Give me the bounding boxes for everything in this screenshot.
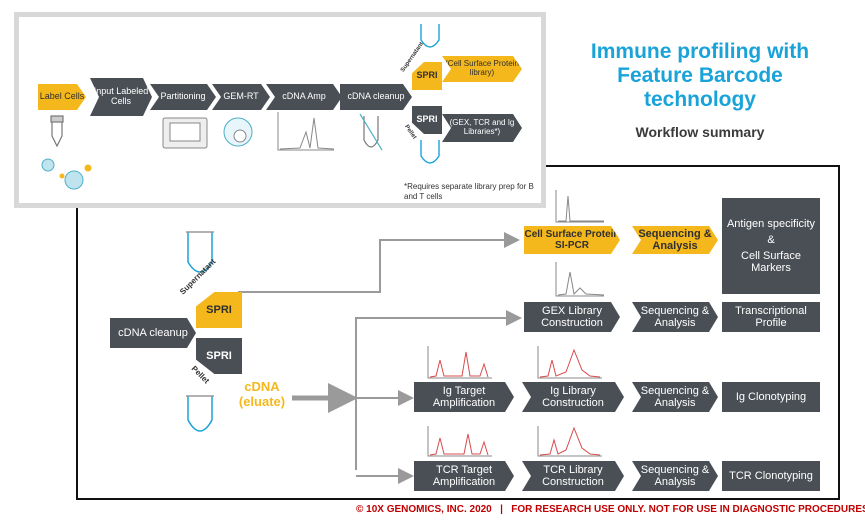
row1-a-box: Cell Surface Protein SI-PCR xyxy=(524,226,620,254)
row1-c-line1: Antigen specificity xyxy=(726,217,816,230)
row4-a-box: TCR Library Construction xyxy=(522,461,624,491)
row4-c-box: TCR Clonotyping xyxy=(722,461,820,491)
title-line-2: Feature Barcode xyxy=(617,64,783,88)
cdna-label: cDNA xyxy=(244,379,280,394)
row2-c-box: Transcriptional Profile xyxy=(722,302,820,332)
inset-step-cdna-amp: cDNA Amp xyxy=(266,84,342,110)
trace-ig-library xyxy=(537,346,602,379)
eluate-label: (eluate) xyxy=(238,393,286,409)
gem-icon xyxy=(223,117,253,147)
tube-icon-inset-top xyxy=(420,24,440,48)
trace-tcr-target xyxy=(427,426,492,457)
tube-icon-supernatant xyxy=(186,231,214,273)
page-title: Immune profiling with Feature Barcode te… xyxy=(560,40,840,112)
inset-step-cdna-cleanup: cDNA cleanup xyxy=(340,84,412,110)
tube-icon-inset-bottom xyxy=(420,140,440,164)
row4-t-box: TCR Target Amplification xyxy=(414,461,514,491)
tube-icon-cleanup xyxy=(359,113,383,151)
inset-step-partitioning: Partitioning xyxy=(150,84,216,110)
inset-out-bottom: (GEX, TCR and Ig Libraries*) xyxy=(442,114,522,142)
page-subtitle: Workflow summary xyxy=(635,124,765,140)
row3-t-box: Ig Target Amplification xyxy=(414,382,514,412)
row1-c-line3: Cell Surface Markers xyxy=(741,250,801,275)
footer-notice: © 10X GENOMICS, INC. 2020 | FOR RESEARCH… xyxy=(356,504,865,515)
row2-a-box: GEX Library Construction xyxy=(524,302,620,332)
connector-to-gex xyxy=(355,310,522,470)
title-line-1: Immune profiling with xyxy=(590,40,810,63)
chip-icon xyxy=(162,117,208,149)
trace-cell-surface-1 xyxy=(555,190,604,223)
inset-out-top: (Cell Surface Protein library) xyxy=(442,56,522,82)
row1-c-box: Antigen specificity & Cell Surface Marke… xyxy=(722,198,820,294)
row2-b-box: Sequencing & Analysis xyxy=(632,302,718,332)
inset-step-gem-rt: GEM-RT xyxy=(212,84,270,110)
cells-icon xyxy=(41,158,92,190)
row1-c-line2: & xyxy=(767,233,775,246)
row3-a-box: Ig Library Construction xyxy=(522,382,624,412)
trace-tcr-library xyxy=(537,426,602,457)
row4-b-box: Sequencing & Analysis xyxy=(632,461,718,491)
inset-note: *Requires separate library prep for B an… xyxy=(404,182,534,201)
trace-cell-surface-2 xyxy=(555,262,605,297)
main-cdna-cleanup: cDNA cleanup xyxy=(110,318,196,348)
tube-icon-label-cells xyxy=(50,115,64,148)
row3-b-box: Sequencing & Analysis xyxy=(632,382,718,412)
inset-step-input-cells: Input Labeled Cells xyxy=(90,78,152,116)
row1-b-box: Sequencing & Analysis xyxy=(632,226,718,254)
trace-ig-target xyxy=(427,346,492,379)
trace-cdna-amp xyxy=(277,112,335,151)
row3-c-box: Ig Clonotyping xyxy=(722,382,820,412)
tube-icon-pellet xyxy=(186,395,214,432)
cdna-eluate-label: cDNA (eluate) xyxy=(232,379,292,410)
inset-step-label-cells: Label Cells xyxy=(38,84,86,110)
connector-supernatant xyxy=(238,232,520,293)
title-line-3: technology xyxy=(643,88,756,112)
